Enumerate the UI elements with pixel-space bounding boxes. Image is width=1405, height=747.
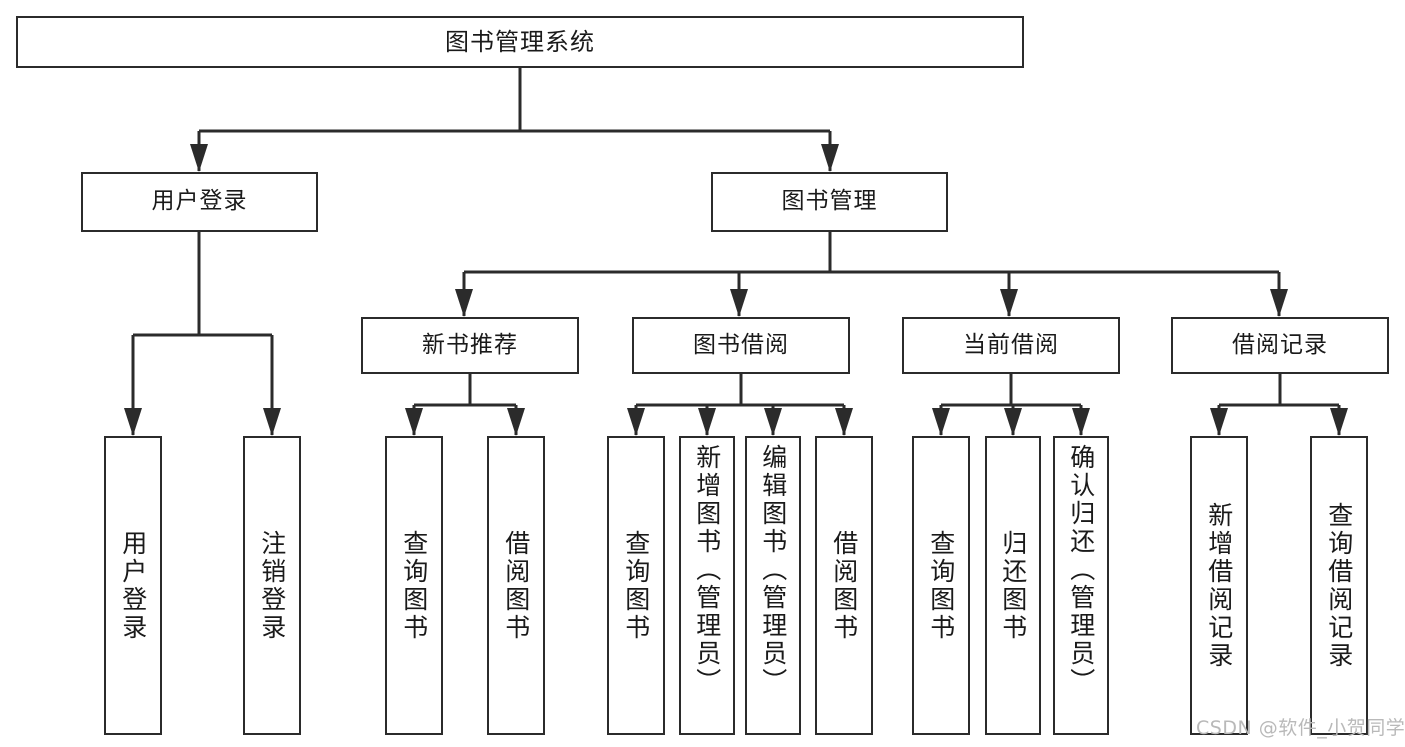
node-label: 借阅图书 bbox=[501, 529, 531, 642]
node-new-book-recommend[interactable]: 新书推荐 bbox=[361, 317, 579, 374]
node-label: 图书管理系统 bbox=[445, 27, 595, 56]
node-label: 用户登录 bbox=[118, 529, 148, 642]
node-label: 新增图书（管理员） bbox=[692, 444, 722, 696]
node-label: 查询图书 bbox=[399, 529, 429, 642]
node-user-login[interactable]: 用户登录 bbox=[81, 172, 318, 232]
node-leaf-query-borrow-record[interactable]: 查询借阅记录 bbox=[1310, 436, 1368, 735]
node-label: 查询图书 bbox=[621, 529, 651, 642]
node-book-borrow[interactable]: 图书借阅 bbox=[632, 317, 850, 374]
node-leaf-borrow-book-2[interactable]: 借阅图书 bbox=[815, 436, 873, 735]
node-label: 借阅记录 bbox=[1232, 331, 1328, 358]
node-leaf-return-book[interactable]: 归还图书 bbox=[985, 436, 1041, 735]
node-leaf-user-logout[interactable]: 注销登录 bbox=[243, 436, 301, 735]
node-label: 查询图书 bbox=[926, 529, 956, 642]
node-leaf-query-book-1[interactable]: 查询图书 bbox=[385, 436, 443, 735]
node-book-manage[interactable]: 图书管理 bbox=[711, 172, 948, 232]
node-leaf-query-book-3[interactable]: 查询图书 bbox=[912, 436, 970, 735]
node-label: 编辑图书（管理员） bbox=[758, 444, 788, 696]
node-label: 图书管理 bbox=[781, 188, 878, 215]
node-leaf-borrow-book-1[interactable]: 借阅图书 bbox=[487, 436, 545, 735]
node-leaf-confirm-return[interactable]: 确认归还（管理员） bbox=[1053, 436, 1109, 735]
node-leaf-add-borrow-record[interactable]: 新增借阅记录 bbox=[1190, 436, 1248, 735]
node-label: 当前借阅 bbox=[963, 331, 1059, 358]
csdn-watermark: CSDN @软件_小贺同学 bbox=[1196, 717, 1405, 739]
node-leaf-query-book-2[interactable]: 查询图书 bbox=[607, 436, 665, 735]
node-current-borrow[interactable]: 当前借阅 bbox=[902, 317, 1120, 374]
node-borrow-record[interactable]: 借阅记录 bbox=[1171, 317, 1389, 374]
node-label: 查询借阅记录 bbox=[1324, 501, 1354, 670]
node-label: 借阅图书 bbox=[829, 529, 859, 642]
node-label: 用户登录 bbox=[151, 188, 248, 215]
node-label: 确认归还（管理员） bbox=[1066, 444, 1096, 696]
node-root-system[interactable]: 图书管理系统 bbox=[16, 16, 1024, 68]
node-label: 新增借阅记录 bbox=[1204, 501, 1234, 670]
node-leaf-edit-book[interactable]: 编辑图书（管理员） bbox=[745, 436, 801, 735]
node-label: 图书借阅 bbox=[693, 331, 789, 358]
node-leaf-user-login[interactable]: 用户登录 bbox=[104, 436, 162, 735]
node-leaf-add-book[interactable]: 新增图书（管理员） bbox=[679, 436, 735, 735]
node-label: 归还图书 bbox=[998, 529, 1028, 642]
node-label: 新书推荐 bbox=[422, 331, 518, 358]
node-label: 注销登录 bbox=[257, 529, 287, 642]
